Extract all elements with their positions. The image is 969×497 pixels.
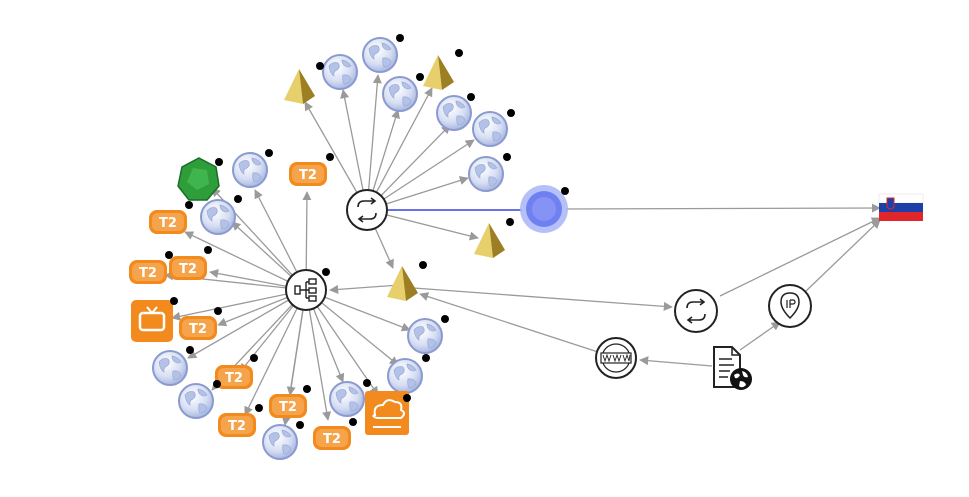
pyramid-icon[interactable] bbox=[387, 266, 418, 301]
status-dot bbox=[322, 268, 330, 276]
edge bbox=[366, 87, 433, 211]
edge bbox=[399, 286, 673, 311]
status-dot bbox=[561, 187, 569, 195]
t2-logo-icon[interactable] bbox=[313, 426, 351, 450]
status-dot bbox=[215, 158, 223, 166]
status-dot bbox=[234, 195, 242, 203]
www-icon[interactable] bbox=[595, 337, 637, 379]
t2-logo-icon[interactable] bbox=[218, 413, 256, 437]
t2-logo-icon[interactable] bbox=[169, 256, 207, 280]
status-dot bbox=[363, 379, 371, 387]
globe-icon[interactable] bbox=[407, 318, 443, 354]
status-dot bbox=[316, 62, 324, 70]
globe-icon[interactable] bbox=[152, 350, 188, 386]
status-dot bbox=[503, 153, 511, 161]
status-dot bbox=[185, 201, 193, 209]
globe-icon[interactable] bbox=[178, 383, 214, 419]
tv-icon[interactable] bbox=[131, 300, 173, 342]
edge bbox=[184, 231, 307, 291]
edge bbox=[804, 219, 881, 293]
status-dot bbox=[296, 421, 304, 429]
t2-logo-icon[interactable] bbox=[149, 210, 187, 234]
edge bbox=[305, 289, 332, 421]
status-dot bbox=[186, 346, 194, 354]
status-dot bbox=[204, 246, 212, 254]
globe-icon[interactable] bbox=[436, 95, 472, 131]
document-globe-icon[interactable] bbox=[713, 346, 752, 390]
globe-icon[interactable] bbox=[382, 76, 418, 112]
pyramid-icon[interactable] bbox=[423, 55, 454, 90]
globe-icon[interactable] bbox=[362, 37, 398, 73]
status-dot bbox=[419, 261, 427, 269]
status-dot bbox=[455, 49, 463, 57]
globe-icon[interactable] bbox=[472, 111, 508, 147]
status-dot bbox=[265, 149, 273, 157]
ip-icon[interactable] bbox=[768, 284, 812, 328]
pyramid-icon[interactable] bbox=[284, 69, 315, 104]
status-dot bbox=[213, 380, 221, 388]
edge bbox=[244, 289, 307, 416]
status-dot bbox=[214, 307, 222, 315]
sitemap-icon[interactable] bbox=[285, 269, 327, 311]
edge bbox=[719, 217, 881, 297]
globe-icon[interactable] bbox=[387, 358, 423, 394]
status-dot bbox=[303, 385, 311, 393]
status-dot bbox=[441, 315, 449, 323]
t2-logo-icon[interactable] bbox=[269, 394, 307, 418]
edge bbox=[739, 321, 781, 351]
status-dot bbox=[349, 418, 357, 426]
status-dot bbox=[250, 354, 258, 362]
exchange-icon[interactable] bbox=[674, 289, 718, 333]
status-dot bbox=[422, 354, 430, 362]
status-dot bbox=[416, 73, 424, 81]
status-dot bbox=[467, 93, 475, 101]
edge bbox=[366, 139, 475, 211]
globe-icon[interactable] bbox=[322, 54, 358, 90]
edge bbox=[639, 356, 713, 367]
globe-icon[interactable] bbox=[200, 199, 236, 235]
t2-logo-icon[interactable] bbox=[129, 260, 167, 284]
status-dot bbox=[326, 153, 334, 161]
edge bbox=[305, 289, 379, 396]
pyramid-icon[interactable] bbox=[474, 223, 505, 258]
status-dot bbox=[506, 218, 514, 226]
edge bbox=[366, 74, 382, 211]
globe-icon[interactable] bbox=[232, 152, 268, 188]
globe-icon[interactable] bbox=[329, 381, 365, 417]
edge bbox=[419, 292, 599, 353]
status-dot bbox=[403, 394, 411, 402]
selected-node[interactable] bbox=[520, 185, 568, 233]
edges bbox=[164, 74, 881, 426]
cloud-icon[interactable] bbox=[365, 391, 409, 435]
t2-logo-icon[interactable] bbox=[289, 162, 327, 186]
status-dot bbox=[396, 34, 404, 42]
flag-icon[interactable] bbox=[878, 193, 924, 221]
gem-icon[interactable] bbox=[177, 157, 220, 201]
globe-icon[interactable] bbox=[262, 424, 298, 460]
status-dot bbox=[255, 404, 263, 412]
status-dot bbox=[507, 109, 515, 117]
edge bbox=[565, 203, 881, 213]
status-dot bbox=[170, 297, 178, 305]
status-dot bbox=[165, 251, 173, 259]
edge bbox=[171, 289, 307, 321]
globe-icon[interactable] bbox=[468, 156, 504, 192]
edge bbox=[329, 284, 401, 294]
edge bbox=[187, 289, 307, 359]
t2-logo-icon[interactable] bbox=[179, 316, 217, 340]
exchange-icon[interactable] bbox=[346, 189, 388, 231]
